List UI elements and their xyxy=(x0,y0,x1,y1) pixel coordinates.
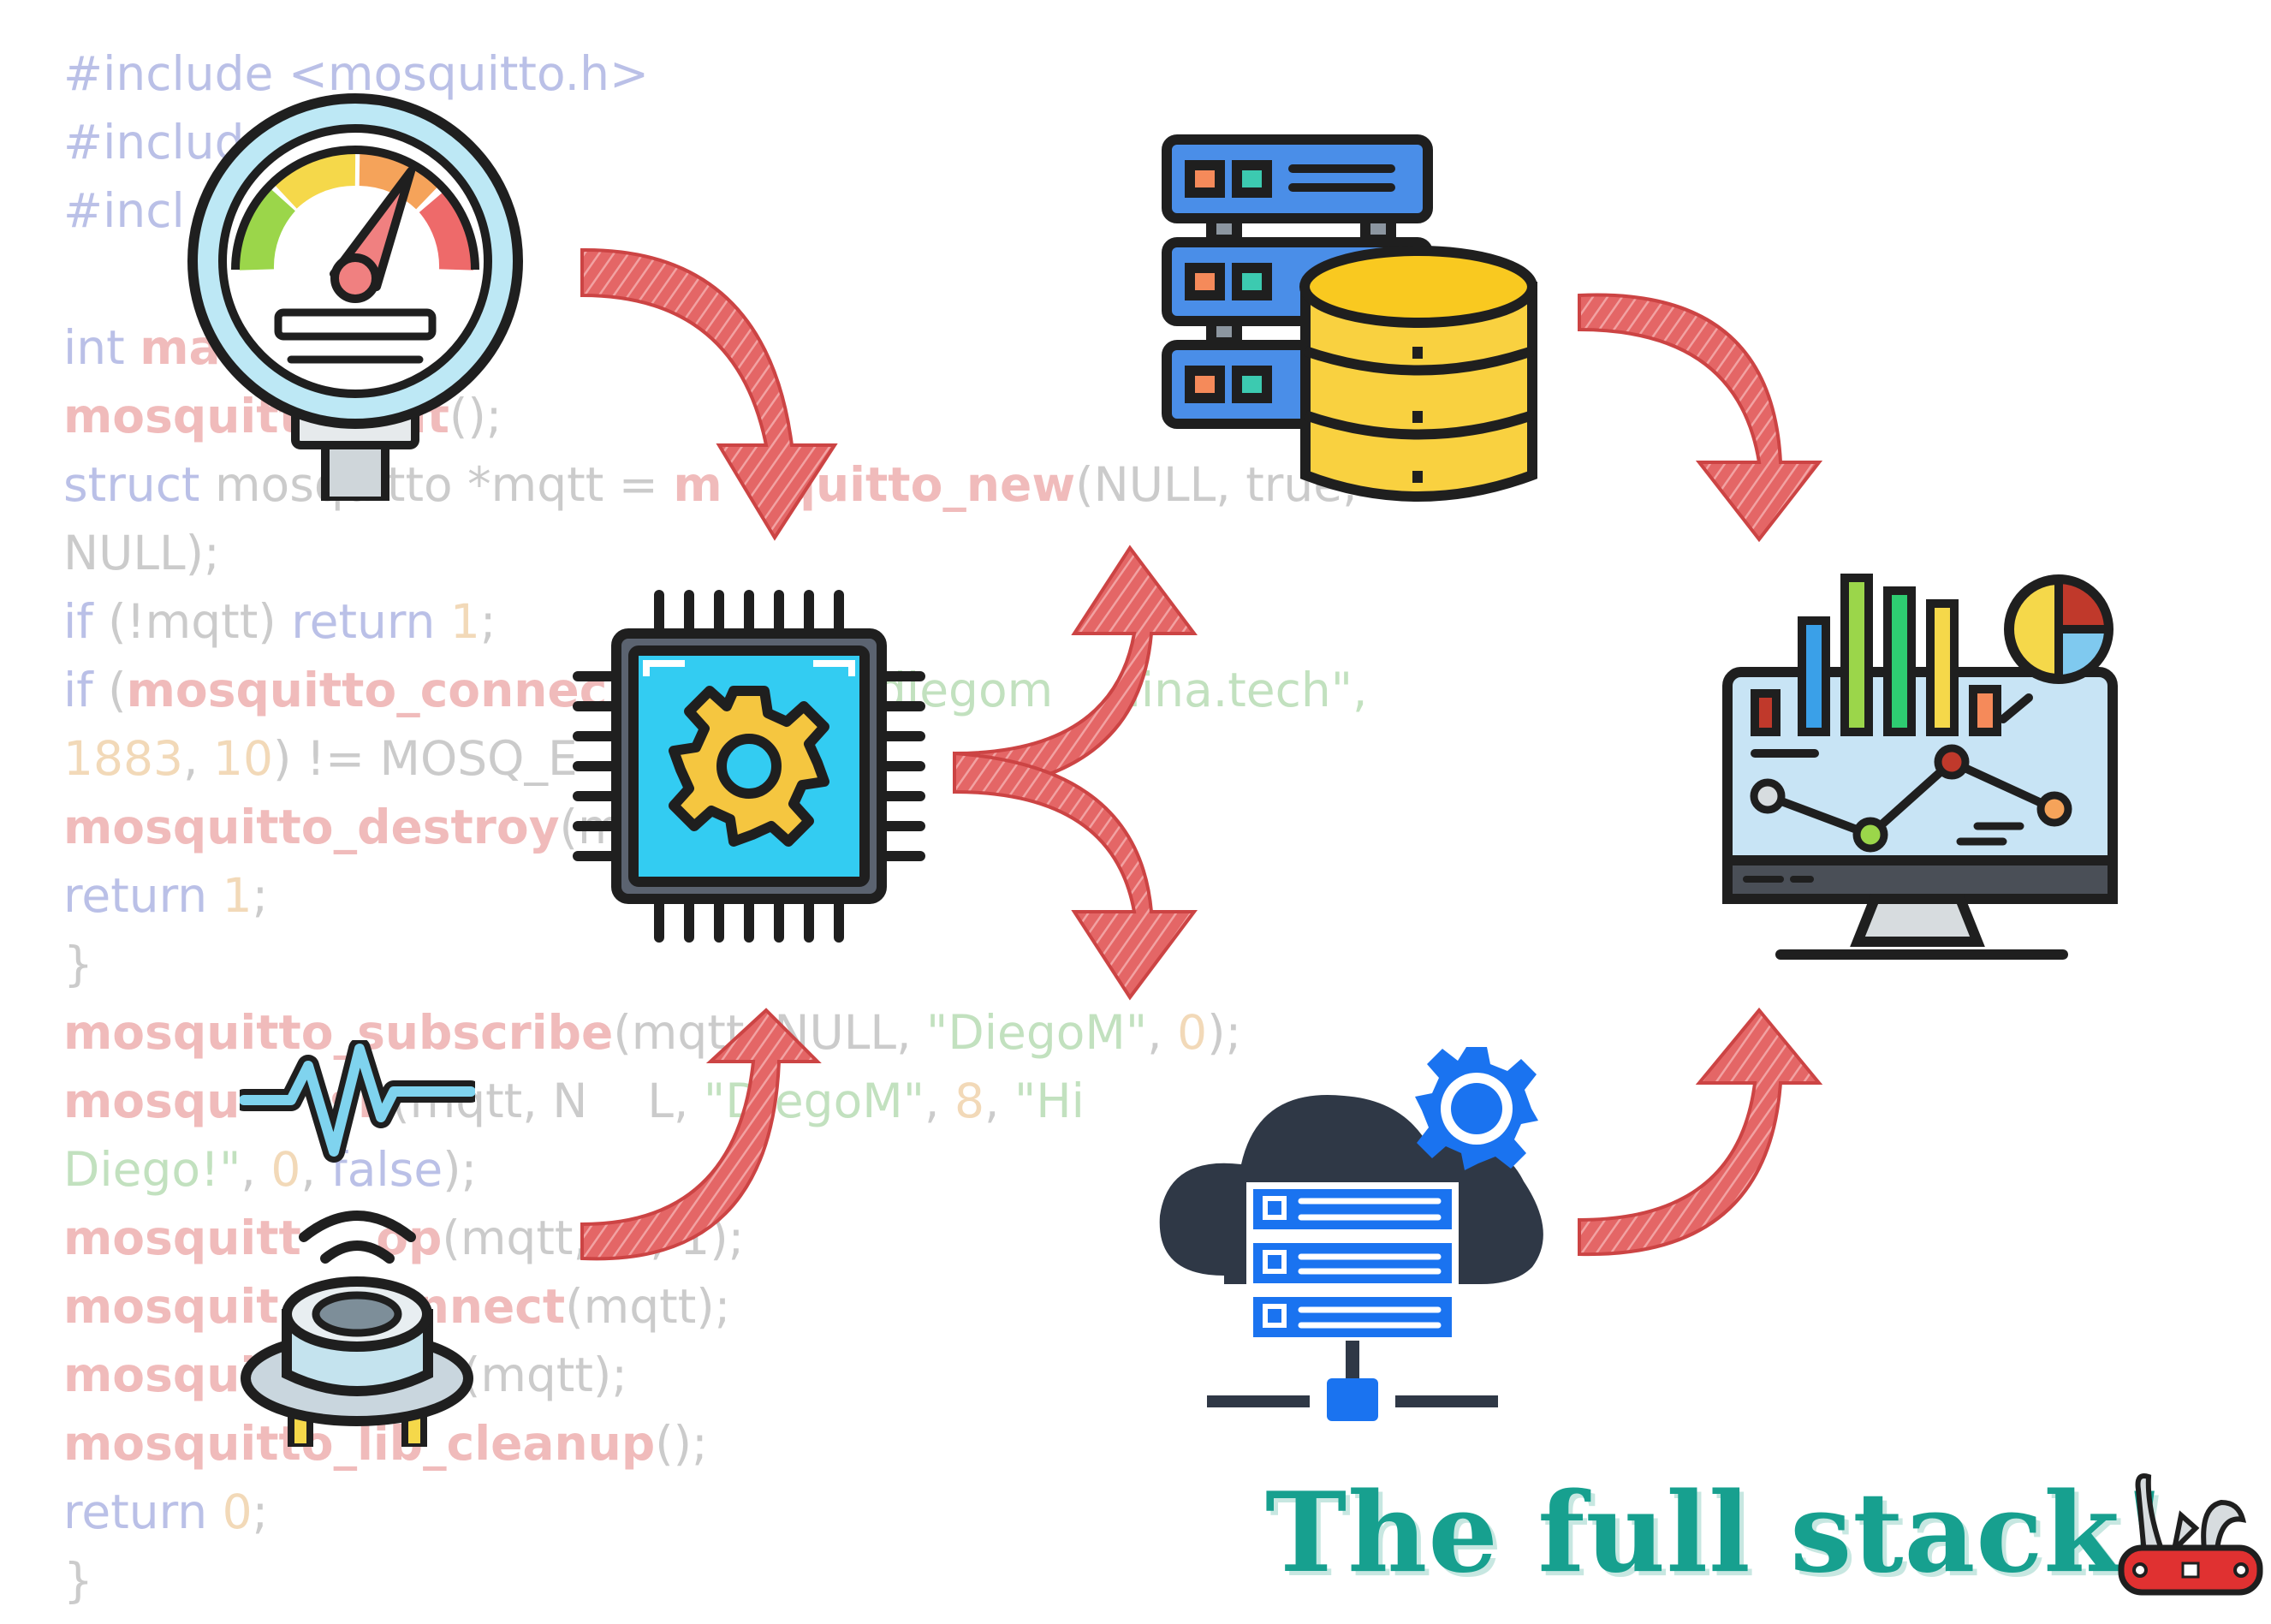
code-token: } xyxy=(63,1553,93,1608)
code-line: mosquitto_destroy(m xyxy=(63,793,1450,861)
code-token: #includ xyxy=(63,115,245,170)
page-title: The full stack! xyxy=(1265,1469,2170,1597)
dashboard-monitor-icon xyxy=(1721,569,2131,972)
code-token: ( xyxy=(108,663,127,717)
code-token: 1 xyxy=(222,868,253,923)
code-token: mosqu xyxy=(63,1074,241,1128)
code-token: struct xyxy=(63,457,215,512)
code-line: NULL); xyxy=(63,519,1450,587)
code-token: "DiegoM" xyxy=(926,1005,1148,1060)
code-line: #incl xyxy=(63,176,1450,245)
code-token: #include <mosquitto.h> xyxy=(63,46,650,101)
code-token: 1 xyxy=(449,594,480,649)
arrow-chip-to-cloud xyxy=(953,751,1198,1001)
code-token: N L, xyxy=(552,1074,704,1128)
code-token: mosquitto *mqtt = xyxy=(214,457,674,512)
code-token: ); xyxy=(443,1142,478,1197)
code-token: ) != MOSQ_E xyxy=(272,731,578,786)
code-line: int ma xyxy=(63,313,1450,382)
code-line: return 0; xyxy=(63,1478,1450,1546)
code-token: mosquitt xyxy=(63,1211,301,1265)
code-line: Diego!", 0, false); xyxy=(63,1135,1450,1204)
code-token: m xyxy=(673,457,722,512)
cpu-chip-icon xyxy=(565,582,933,950)
code-token: 1883 xyxy=(63,731,183,786)
code-token: ; xyxy=(252,868,269,923)
code-token: , xyxy=(182,731,213,786)
arrow-gauge-to-chip xyxy=(580,247,838,541)
database-server-icon xyxy=(1160,133,1554,518)
code-line: } xyxy=(63,930,1450,998)
code-token: 0 xyxy=(222,1484,253,1539)
code-token: #incl xyxy=(63,183,185,238)
arrow-sensor-to-chip xyxy=(580,1008,822,1261)
code-token: int xyxy=(63,320,140,375)
arrow-chip-to-database xyxy=(953,544,1198,794)
code-line: 1883, 10) != MOSQ_E xyxy=(63,724,1450,793)
code-token: (!mqtt) xyxy=(108,594,292,649)
code-token: (); xyxy=(449,389,502,443)
code-token: } xyxy=(63,937,93,991)
code-token: mosqui xyxy=(63,1347,257,1402)
code-token: 0 xyxy=(270,1142,301,1197)
code-token: (); xyxy=(655,1416,708,1471)
arrow-cloud-to-dashboard xyxy=(1578,1007,1823,1257)
code-token: return xyxy=(291,594,450,649)
code-token: , xyxy=(924,1074,954,1128)
gauge-icon xyxy=(184,90,526,501)
arrow-database-to-dashboard xyxy=(1578,293,1823,543)
cloud-server-icon xyxy=(1156,1036,1558,1425)
code-token: 8 xyxy=(954,1074,984,1128)
code-token: mosquitto_destroy xyxy=(63,800,560,854)
code-token: (mqtt); xyxy=(461,1347,627,1402)
sensor-icon xyxy=(240,1040,475,1447)
code-line: #includ xyxy=(63,108,1450,176)
code-token: ; xyxy=(479,594,496,649)
code-line: if (mosquitto_connec diegom lina.tech", xyxy=(63,656,1450,724)
code-token: return xyxy=(63,1484,223,1539)
code-token: "Hi xyxy=(1014,1074,1085,1128)
code-token: lina.tech", xyxy=(1127,663,1368,717)
code-line: if (!mqtt) return 1; xyxy=(63,587,1450,656)
code-token: mosquitto_subscribe xyxy=(63,1005,614,1060)
code-token: if xyxy=(63,594,109,649)
multitool-icon xyxy=(2114,1455,2264,1605)
code-token: 0 xyxy=(1177,1005,1208,1060)
code-token: (mqtt); xyxy=(565,1279,731,1334)
code-token: if xyxy=(63,663,109,717)
code-token: Diego!" xyxy=(63,1142,241,1197)
code-token: , xyxy=(1147,1005,1178,1060)
code-line: #include <mosquitto.h> xyxy=(63,39,1450,108)
code-line: } xyxy=(63,1546,1450,1615)
code-token: mosquitto_connec xyxy=(126,663,608,717)
code-token: ; xyxy=(252,1484,269,1539)
code-token: false xyxy=(330,1142,443,1197)
code-line: mosquit onnect(mqtt); xyxy=(63,1272,1450,1341)
code-token: , xyxy=(241,1142,271,1197)
code-token: , xyxy=(984,1074,1014,1128)
code-token: return xyxy=(63,868,223,923)
code-token: NULL); xyxy=(63,526,220,580)
code-token: ); xyxy=(1207,1005,1242,1060)
code-line: return 1; xyxy=(63,861,1450,930)
code-token: , xyxy=(300,1142,331,1197)
code-token: 10 xyxy=(212,731,273,786)
code-token: mosquit xyxy=(63,1279,279,1334)
code-token: quitto_new xyxy=(782,457,1076,512)
